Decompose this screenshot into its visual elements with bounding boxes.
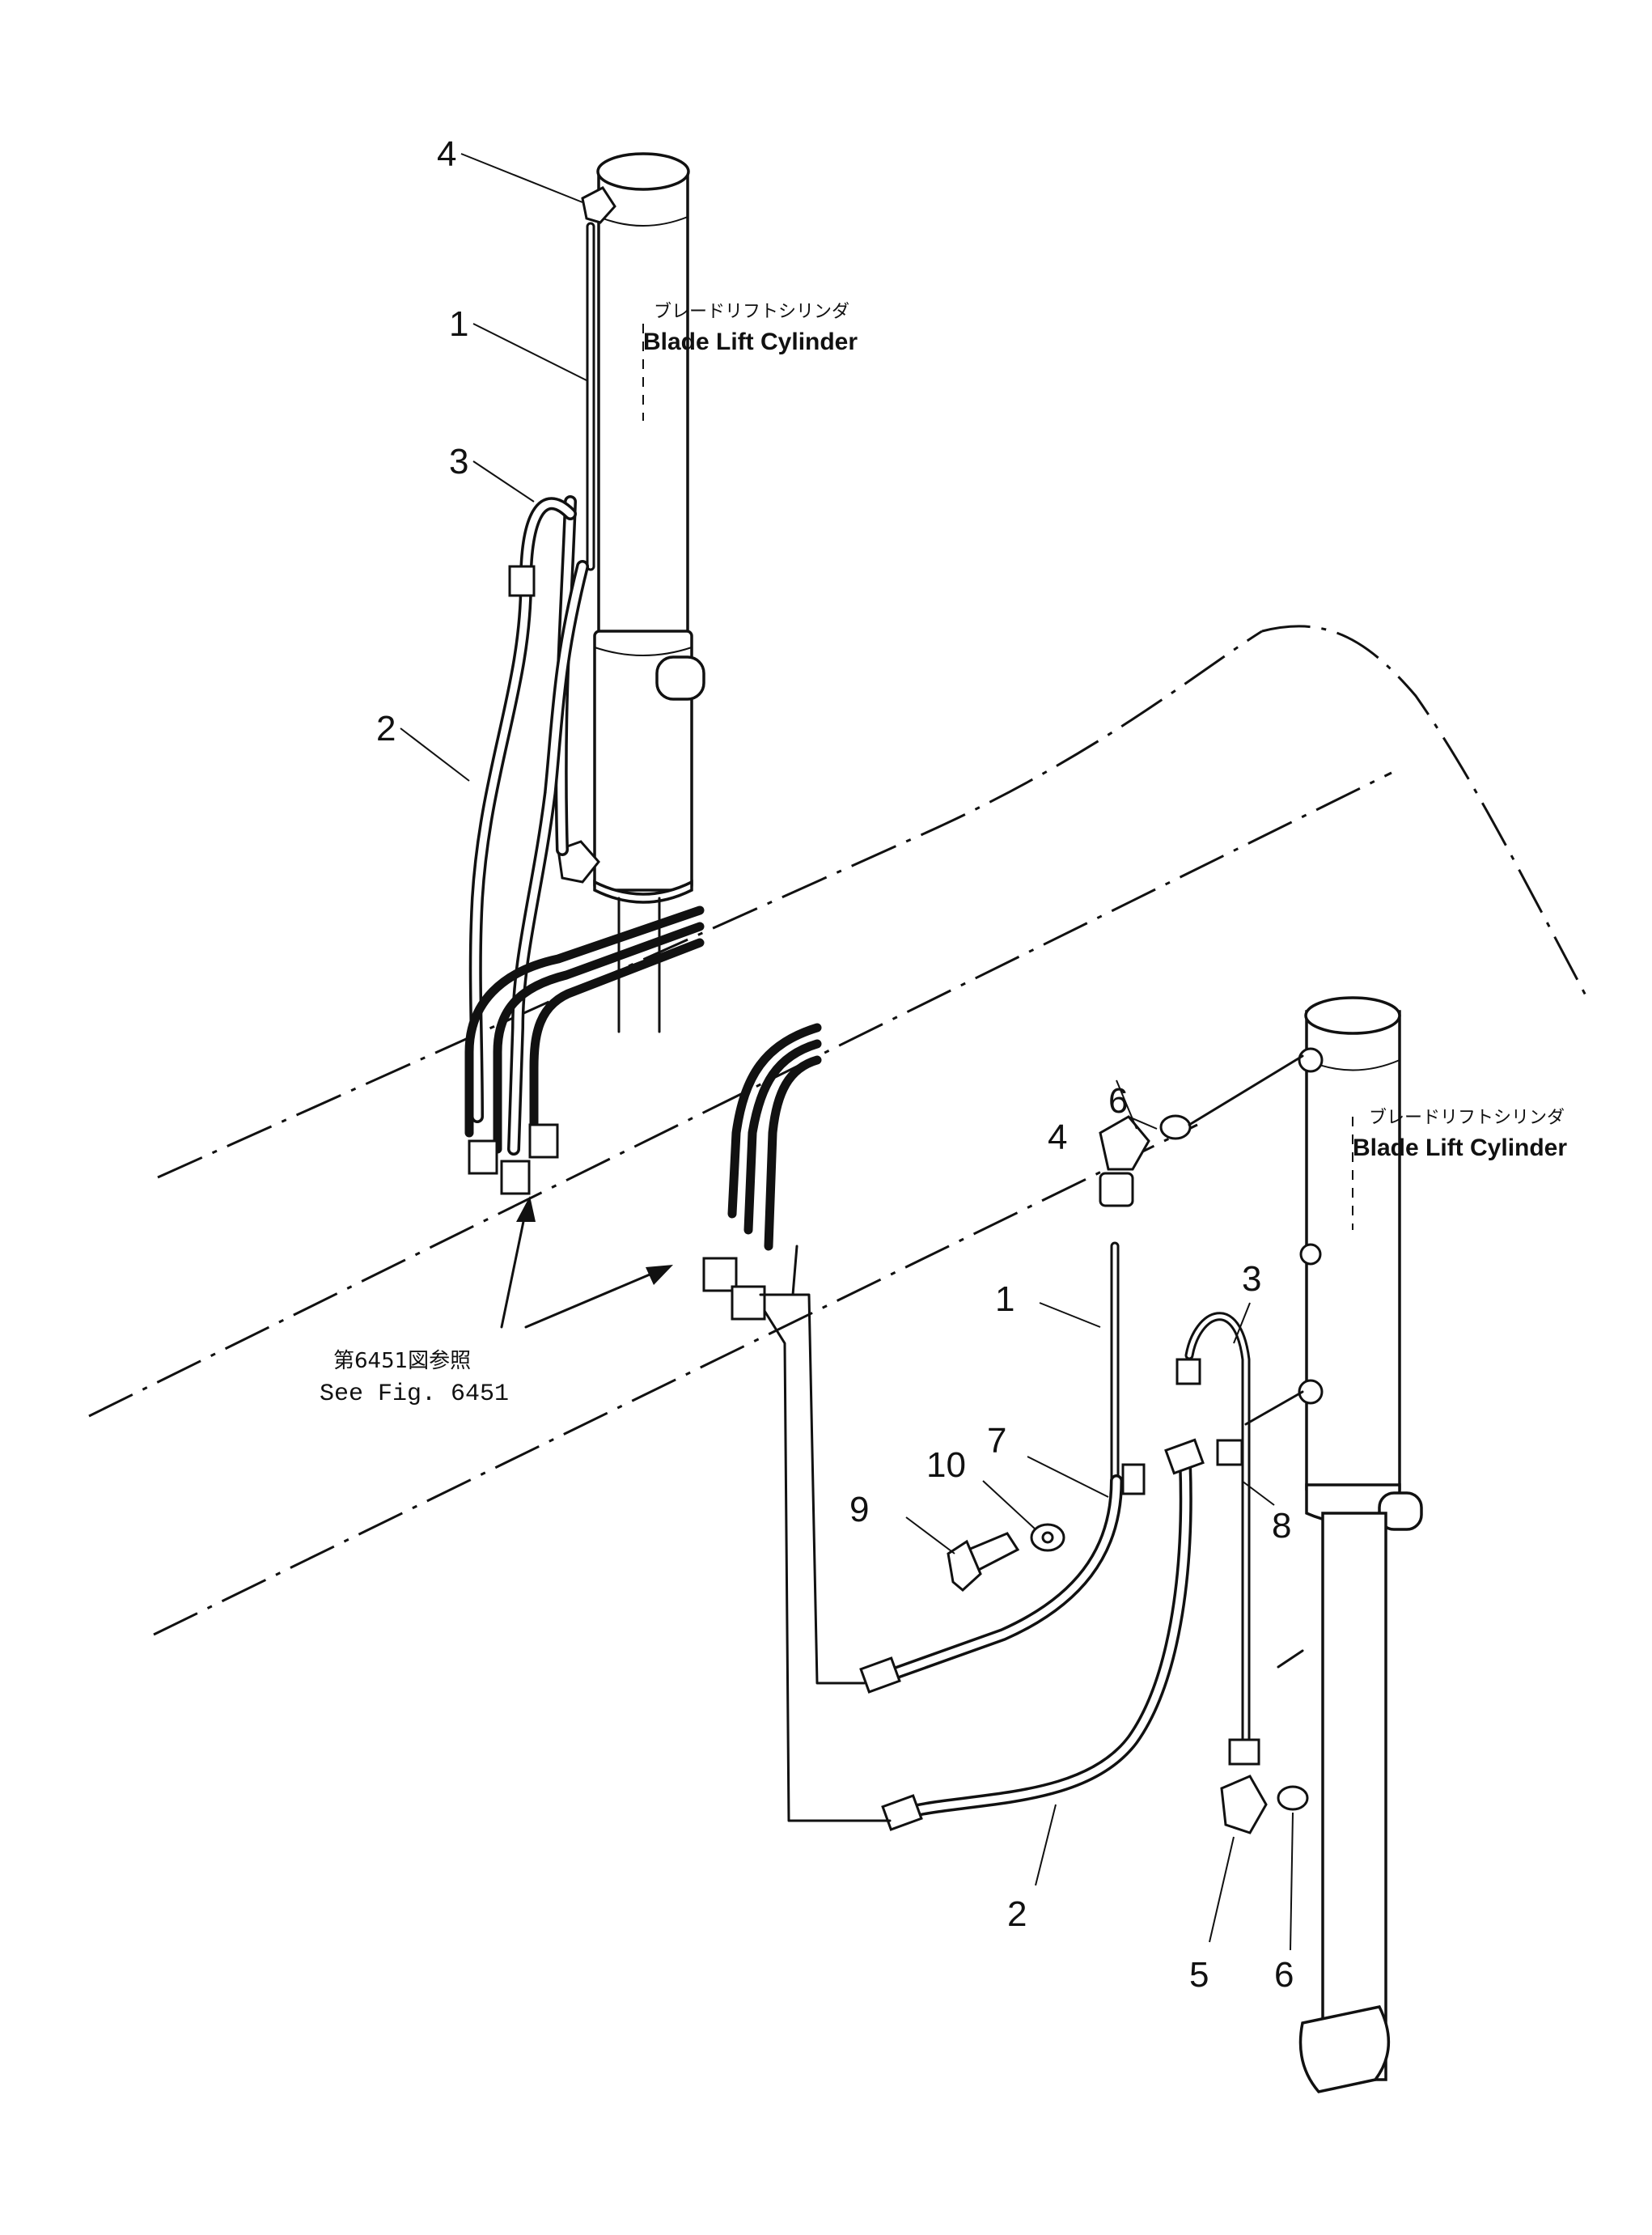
callout-right-6b: 6: [1274, 1955, 1294, 1995]
right-hose-assembly: [702, 1023, 1309, 1834]
reference-arrows: [500, 1196, 673, 1329]
callouts-right: 6 4 3 1 7 10 9 8 2 5 6: [849, 1081, 1294, 1995]
see-fig-label-jp: 第6451図参照: [333, 1349, 471, 1373]
callout-right-6a: 6: [1108, 1081, 1128, 1121]
callout-top-2: 2: [376, 709, 396, 749]
callout-right-2: 2: [1007, 1894, 1027, 1934]
callout-right-4: 4: [1048, 1118, 1067, 1157]
callout-right-5: 5: [1189, 1955, 1209, 1995]
frame-outline: [88, 625, 1587, 1636]
callout-right-7: 7: [987, 1421, 1006, 1461]
see-fig-label-en: See Fig. 6451: [320, 1380, 509, 1408]
part-labels: ブレードリフトシリンダ Blade Lift Cylinder ブレードリフトシ…: [320, 302, 1567, 1408]
callout-top-4: 4: [437, 134, 456, 174]
callout-leaders: [400, 153, 1294, 1951]
cylinder-top-label-en: Blade Lift Cylinder: [643, 329, 858, 355]
cylinder-right-label-en: Blade Lift Cylinder: [1353, 1134, 1567, 1161]
callout-right-8: 8: [1272, 1506, 1291, 1546]
callout-top-3: 3: [449, 442, 468, 481]
blade-lift-cylinder-right: [1298, 996, 1423, 2093]
callout-right-9: 9: [849, 1490, 869, 1529]
callout-right-1: 1: [995, 1279, 1014, 1319]
callout-right-10: 10: [926, 1445, 966, 1485]
callout-right-3: 3: [1242, 1259, 1261, 1299]
callouts-top: 4 1 3 2: [376, 134, 468, 749]
callout-top-1: 1: [449, 304, 468, 344]
top-hose-assembly: [464, 222, 705, 1195]
cylinder-right-label-jp: ブレードリフトシリンダ: [1369, 1108, 1565, 1128]
blade-lift-cylinder-top: [557, 152, 705, 1033]
cylinder-top-label-jp: ブレードリフトシリンダ: [654, 302, 849, 322]
